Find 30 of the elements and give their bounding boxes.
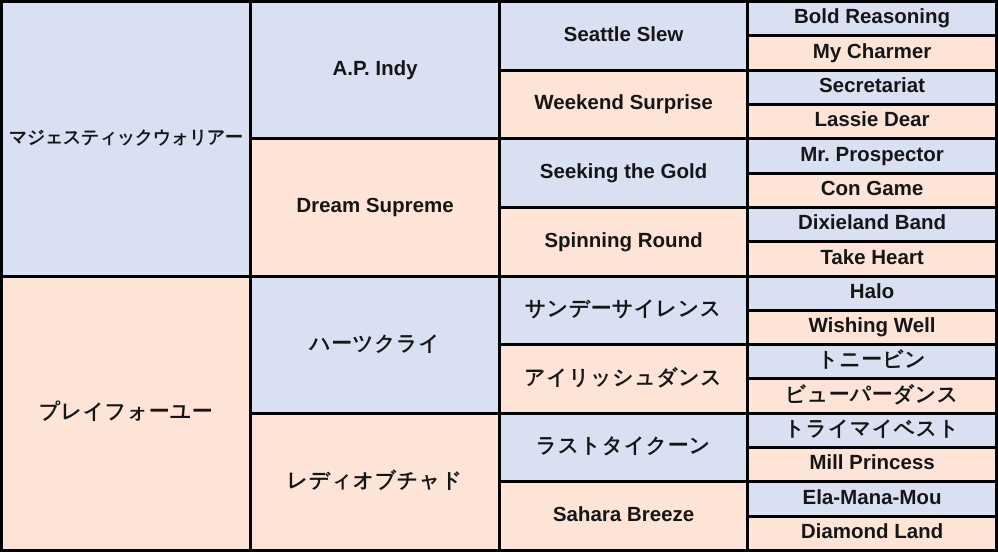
pedigree-cell: マジェスティックウォリアー bbox=[3, 3, 249, 275]
pedigree-cell: Wishing Well bbox=[749, 312, 995, 343]
pedigree-cell: Lassie Dear bbox=[749, 106, 995, 137]
pedigree-cell: Secretariat bbox=[749, 72, 995, 103]
pedigree-cell: Mr. Prospector bbox=[749, 140, 995, 172]
pedigree-cell: ラストタイクーン bbox=[501, 415, 746, 480]
pedigree-cell: Halo bbox=[749, 278, 995, 309]
pedigree-cell: ハーツクライ bbox=[252, 278, 498, 412]
pedigree-cell: Spinning Round bbox=[501, 209, 746, 275]
pedigree-cell: Seeking the Gold bbox=[501, 140, 746, 206]
pedigree-cell: Weekend Surprise bbox=[501, 72, 746, 137]
pedigree-cell: A.P. Indy bbox=[252, 3, 498, 137]
pedigree-cell: Ela-Mana-Mou bbox=[749, 483, 995, 515]
pedigree-cell: Con Game bbox=[749, 175, 995, 206]
pedigree-cell: Bold Reasoning bbox=[749, 3, 995, 34]
pedigree-cell: Dixieland Band bbox=[749, 209, 995, 240]
pedigree-cell: Diamond Land bbox=[749, 518, 995, 549]
pedigree-cell: トライマイベスト bbox=[749, 415, 995, 446]
pedigree-cell: サンデーサイレンス bbox=[501, 278, 746, 343]
pedigree-cell: Sahara Breeze bbox=[501, 483, 746, 549]
pedigree-cell: ビューパーダンス bbox=[749, 380, 995, 412]
pedigree-cell: アイリッシュダンス bbox=[501, 346, 746, 412]
pedigree-cell: Dream Supreme bbox=[252, 140, 498, 275]
pedigree-cell: My Charmer bbox=[749, 37, 995, 69]
pedigree-cell: Seattle Slew bbox=[501, 3, 746, 69]
pedigree-cell: Mill Princess bbox=[749, 449, 995, 480]
pedigree-cell: レディオブチャド bbox=[252, 415, 498, 549]
pedigree-cell: Take Heart bbox=[749, 243, 995, 275]
pedigree-cell: プレイフォーユー bbox=[3, 278, 249, 549]
pedigree-cell: トニービン bbox=[749, 346, 995, 377]
